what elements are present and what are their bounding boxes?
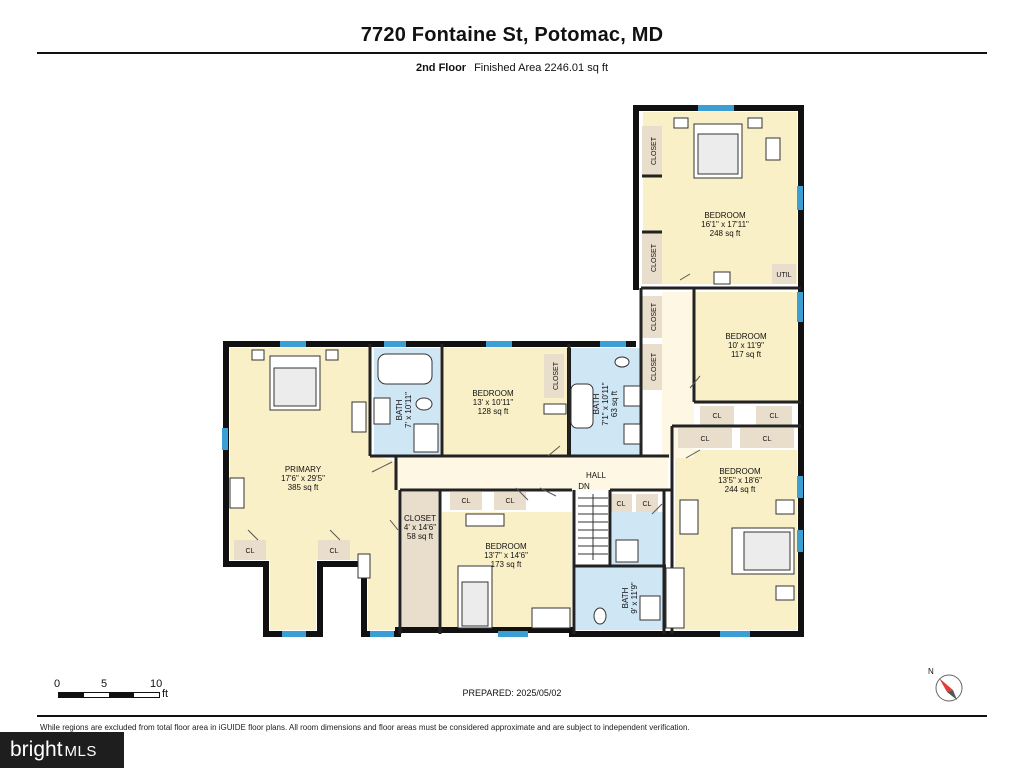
bedroom-right-area: 117 sq ft	[731, 350, 762, 359]
util-label: UTIL	[776, 272, 791, 279]
closet-label: CLOSET	[651, 302, 658, 331]
cl-label: CL	[506, 498, 515, 505]
disclaimer-text: While regions are excluded from total fl…	[40, 723, 690, 732]
logo-brand: bright	[10, 738, 63, 761]
fixtures	[229, 117, 795, 629]
cl-label: CL	[643, 501, 652, 508]
cl-label: CL	[246, 548, 255, 555]
closet-walk-name: CLOSET	[404, 514, 436, 523]
footer-rule	[37, 715, 987, 717]
finished-area: Finished Area 2246.01 sq ft	[474, 62, 609, 74]
bath-b-dims: 7'1" x 10'11"	[601, 382, 610, 425]
cl-label: CL	[763, 436, 772, 443]
bedroom-mid-name: BEDROOM	[472, 389, 514, 398]
bath-a-dims: 7' x 10'11"	[404, 392, 413, 428]
windows	[222, 105, 803, 637]
bath-b-name: BATH	[592, 393, 601, 414]
closet-label: CLOSET	[651, 243, 658, 272]
hall-label: HALL	[586, 471, 607, 480]
floor-subtitle: 2nd Floor Finished Area 2246.01 sq ft	[0, 62, 1024, 74]
bedroom-bottom-name: BEDROOM	[485, 542, 527, 551]
door-swings	[247, 273, 701, 541]
bath-a-name: BATH	[395, 399, 404, 420]
closet-label: CLOSET	[651, 136, 658, 165]
primary-name: PRIMARY	[285, 465, 322, 474]
cl-label: CL	[617, 501, 626, 508]
closet-walk-area: 58 sq ft	[407, 532, 434, 541]
scale-bar: 0 5 10 ft	[54, 678, 184, 708]
bedroom-low-name: BEDROOM	[719, 467, 761, 476]
cl-label: CL	[701, 436, 710, 443]
bedroom-right-name: BEDROOM	[725, 332, 767, 341]
prepared-date: PREPARED: 2025/05/02	[462, 688, 562, 698]
bath-c-dims: 9' x 11'9"	[630, 582, 639, 614]
primary-dims: 17'6" x 29'5"	[281, 474, 325, 483]
closet-label: CLOSET	[651, 352, 658, 381]
cl-label: CL	[770, 413, 779, 420]
closet-walk-dims: 4' x 14'6"	[404, 523, 436, 532]
scale-tick-10: 10	[150, 678, 163, 690]
compass-icon: N	[928, 668, 963, 702]
stairs	[578, 494, 608, 560]
compass-north-label: N	[928, 668, 934, 676]
primary-area: 385 sq ft	[288, 483, 319, 492]
bedroom-top-area: 248 sq ft	[710, 229, 741, 238]
bedroom-right-dims: 10' x 11'9"	[728, 341, 764, 350]
address-title: 7720 Fontaine St, Potomac, MD	[360, 24, 664, 46]
cl-label: CL	[713, 413, 722, 420]
scale-unit: ft	[162, 688, 169, 700]
closet-label: CLOSET	[553, 361, 560, 390]
logo-suffix: MLS	[64, 743, 97, 760]
floor-label: 2nd Floor	[415, 62, 467, 74]
bath-c-name: BATH	[621, 587, 630, 608]
bedroom-low-area: 244 sq ft	[725, 485, 756, 494]
bedroom-top-dims: 16'1" x 17'11"	[701, 220, 749, 229]
cl-label: CL	[462, 498, 471, 505]
bedroom-mid-area: 128 sq ft	[478, 407, 509, 416]
bedroom-bottom-area: 173 sq ft	[491, 560, 522, 569]
scale-graphic	[58, 692, 160, 698]
cl-label: CL	[330, 548, 339, 555]
bedroom-top-name: BEDROOM	[704, 211, 746, 220]
bedroom-mid-dims: 13' x 10'11"	[473, 398, 514, 407]
walls	[223, 105, 804, 637]
bedroom-bottom-dims: 13'7" x 14'6"	[484, 551, 528, 560]
bedroom-low-dims: 13'5" x 18'6"	[718, 476, 762, 485]
room-labels: PRIMARY 17'6" x 29'5" 385 sq ft BEDROOM …	[246, 136, 792, 613]
bath-b-area: 63 sq ft	[610, 390, 619, 417]
scale-tick-5: 5	[101, 678, 108, 690]
title-rule	[37, 52, 987, 54]
dn-label: DN	[578, 482, 590, 491]
scale-tick-0: 0	[54, 678, 61, 690]
